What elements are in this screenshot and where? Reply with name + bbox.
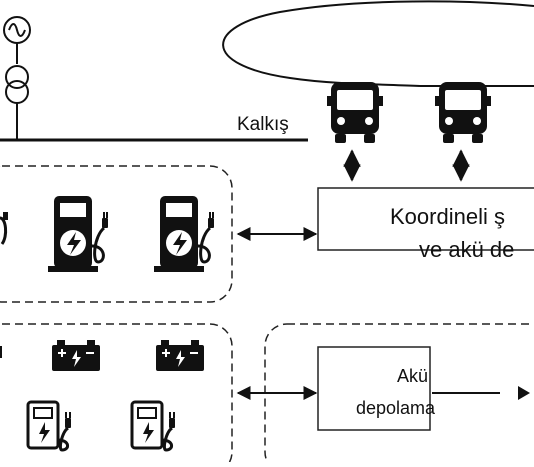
ac-source-icon (3, 16, 31, 44)
bus-icon-2 (435, 82, 491, 143)
coordination-label-line1: Koordineli ş (390, 204, 505, 229)
bus-route-loop (222, 0, 534, 87)
charger-pump-icon-1 (46, 194, 110, 274)
charger-pump-icon-partial (0, 216, 8, 245)
battery-charger-group (0, 323, 233, 467)
battery-icon-1 (51, 339, 101, 372)
transformer-icon (5, 65, 29, 104)
wall-charger-icon-1 (26, 400, 73, 452)
battery-icon-2 (155, 339, 205, 372)
coordination-box (317, 187, 534, 251)
battery-storage-box (317, 346, 431, 431)
storage-label-line2: depolama (356, 398, 436, 418)
storage-label-line1: Akü (397, 366, 429, 386)
coordination-label-line2: ve akü de (419, 237, 515, 262)
bus-icon-1 (327, 82, 383, 143)
storage-right-arrowhead (518, 386, 530, 400)
departure-label: Kalkış (237, 114, 289, 135)
charger-plug-partial (3, 212, 8, 220)
charger-pump-icon-2 (152, 194, 216, 274)
charging-station-group (0, 165, 233, 303)
wall-charger-icon-2 (130, 400, 177, 452)
